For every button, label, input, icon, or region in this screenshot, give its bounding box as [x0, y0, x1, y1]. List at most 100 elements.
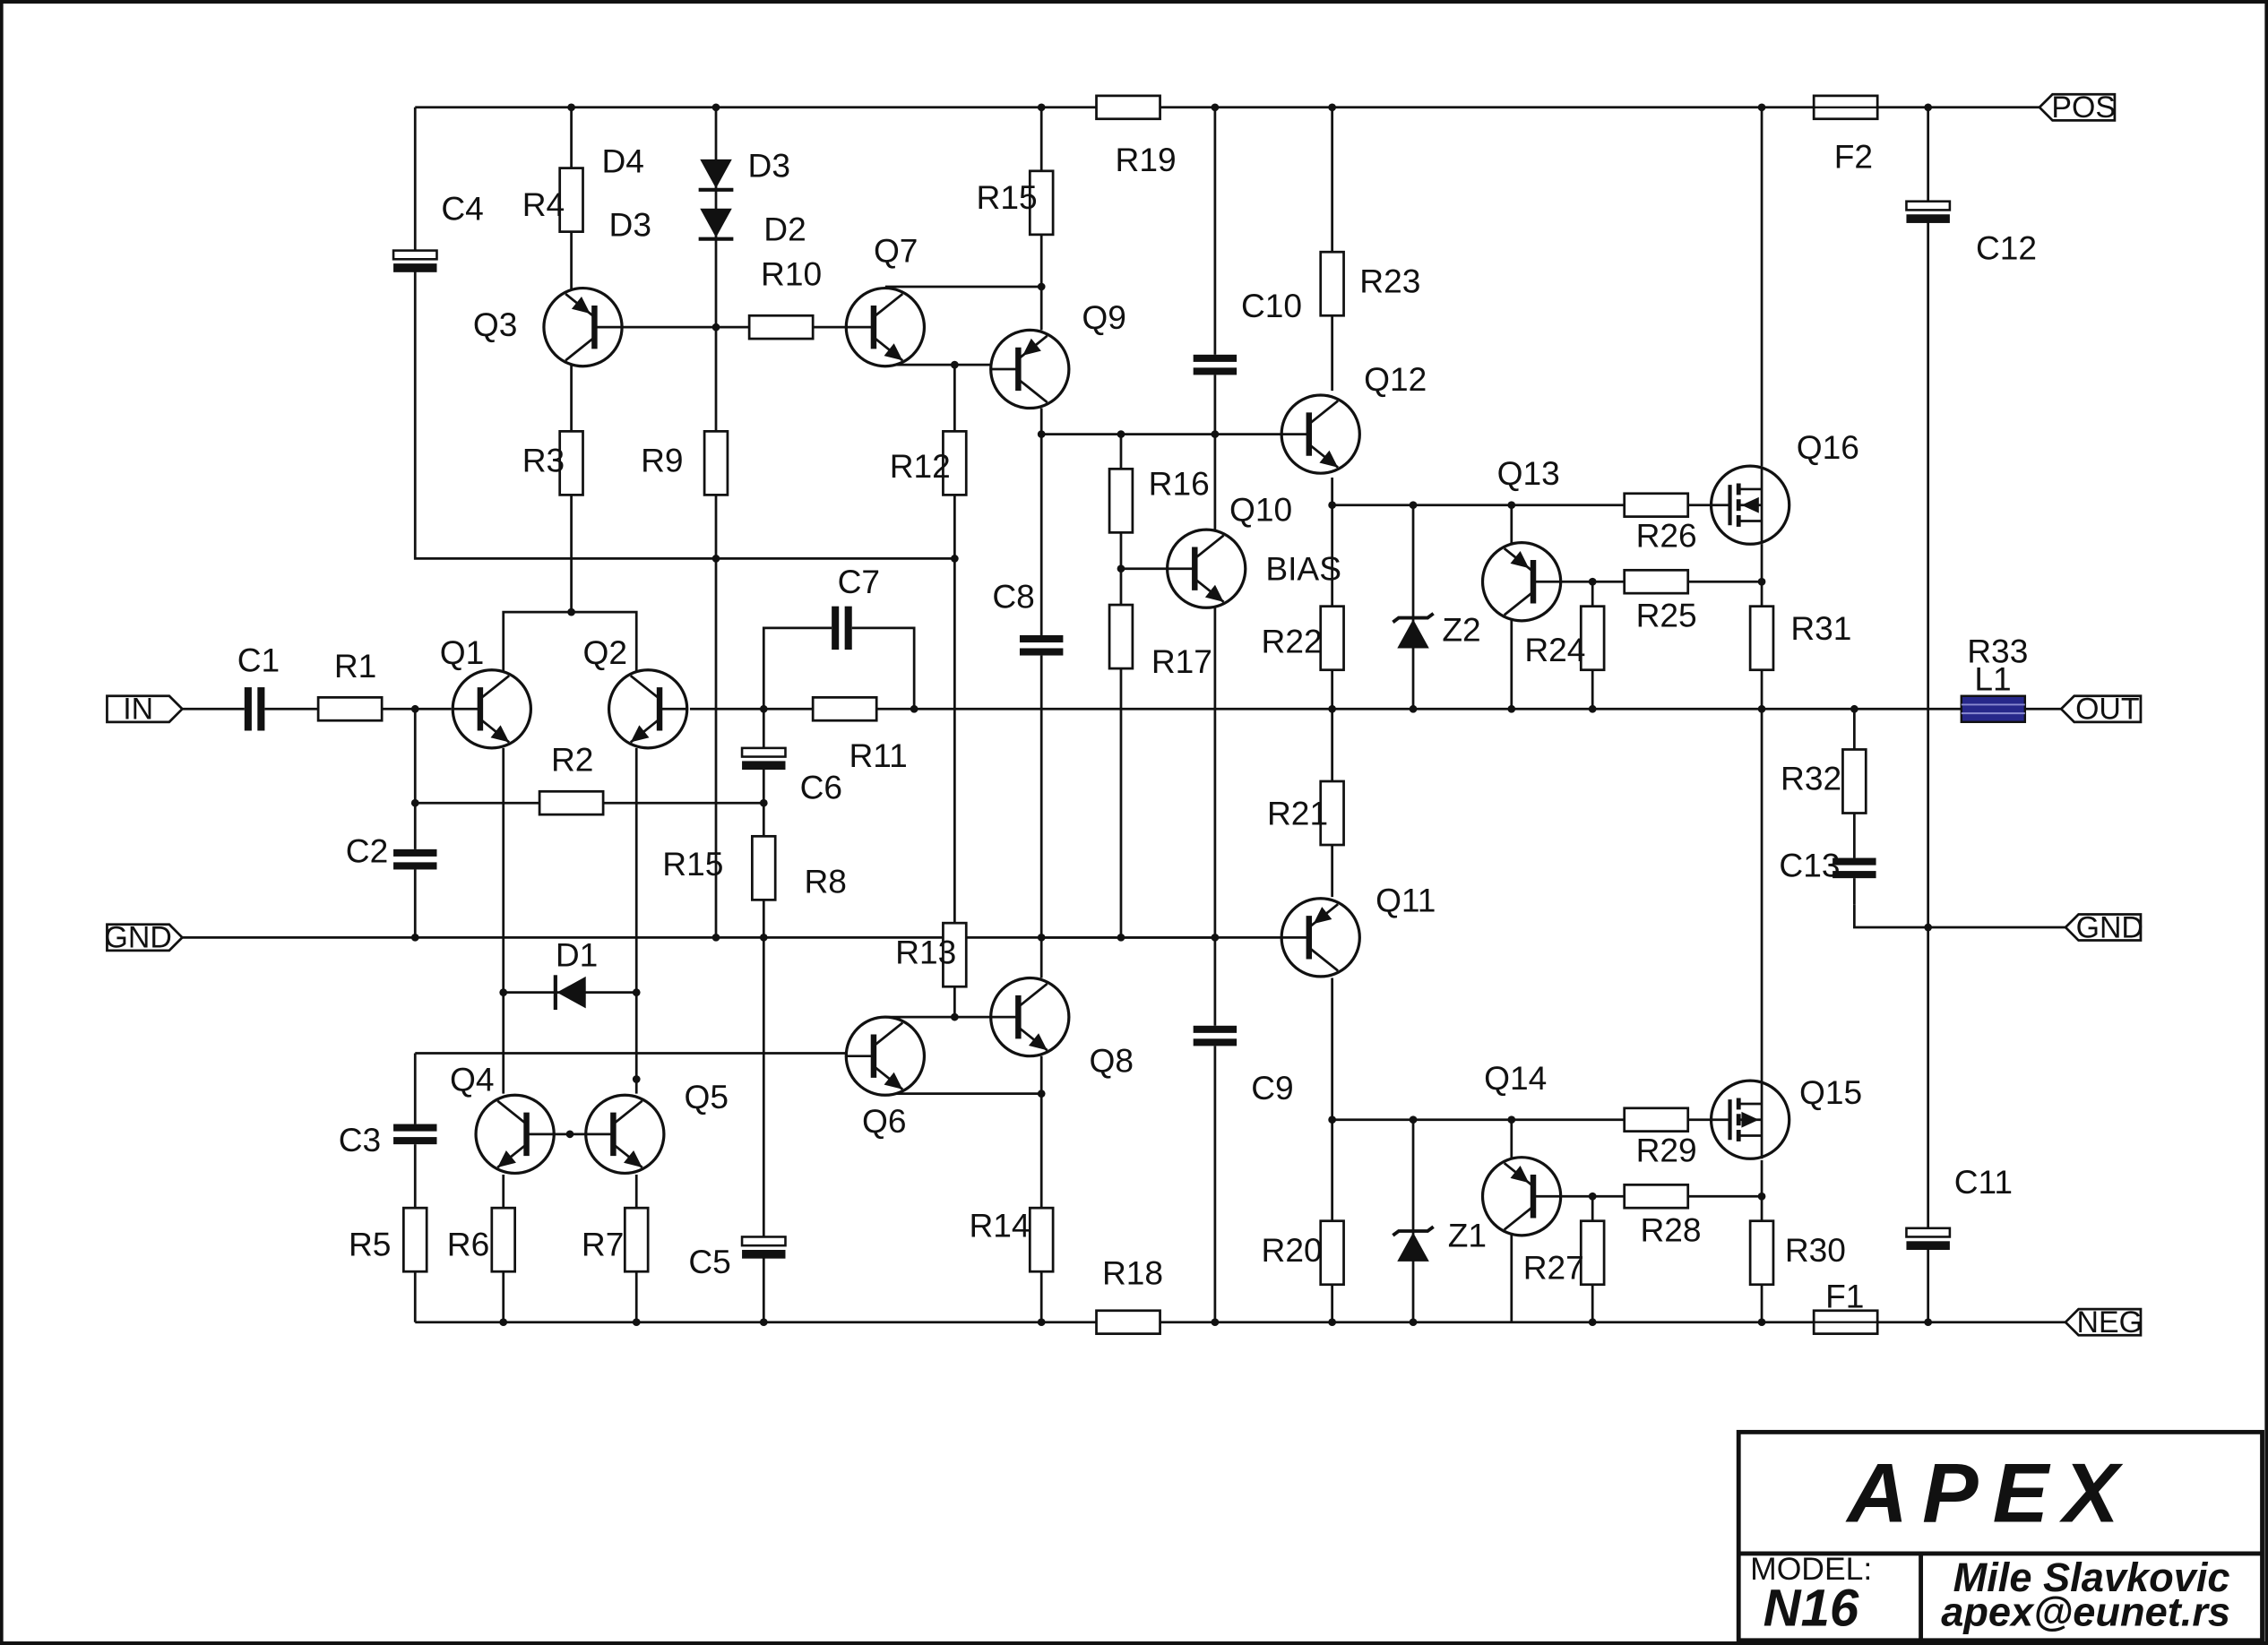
junction-dot-40 [632, 988, 641, 997]
junction-dot-56 [1409, 1318, 1418, 1327]
label-q13: Q13 [1497, 454, 1560, 492]
port-neg: NEG [2064, 1305, 2143, 1339]
label-r19: R19 [1116, 141, 1177, 178]
diode-d1 [553, 975, 586, 1011]
transistor-q10 [1166, 528, 1247, 609]
label-c5: C5 [688, 1243, 730, 1280]
label-q2: Q2 [583, 633, 628, 671]
resistor-r31 [1748, 605, 1775, 672]
junction-dot-13 [410, 704, 419, 713]
junction-dot-11 [950, 555, 959, 563]
junction-dot-30 [1037, 430, 1046, 438]
junction-dot-43 [565, 1130, 574, 1139]
label-r7: R7 [582, 1225, 624, 1262]
label-r20: R20 [1262, 1231, 1323, 1269]
label-z1: Z1 [1448, 1217, 1487, 1254]
junction-dot-6 [1924, 103, 1933, 112]
label-l1: L1 [1974, 659, 2011, 697]
junction-dot-44 [632, 1075, 641, 1083]
label-f1: F1 [1825, 1278, 1864, 1315]
capacitor-c8 [1019, 634, 1064, 656]
label-q9: Q9 [1082, 298, 1126, 336]
junction-dot-29 [1211, 933, 1220, 942]
junction-dot-39 [499, 988, 508, 997]
resistor-r20 [1319, 1219, 1345, 1287]
label-r33: R33 [1967, 633, 2028, 670]
junction-dot-59 [1924, 1318, 1933, 1327]
transistor-q1 [451, 668, 533, 750]
author-email: apex@eunet.rs [1941, 1589, 2230, 1635]
capacitor-c2 [393, 848, 437, 870]
label-r24: R24 [1524, 631, 1585, 668]
junction-dot-5 [1757, 103, 1766, 112]
transistor-q7 [844, 286, 927, 368]
resistor-r29 [1623, 1107, 1690, 1133]
capacitor-c5 [740, 1236, 787, 1259]
transistor-q9 [989, 328, 1071, 410]
junction-dot-15 [910, 704, 918, 713]
junction-dot-9 [950, 360, 959, 369]
junction-dot-17 [1409, 704, 1418, 713]
transistor-q13 [1480, 541, 1563, 623]
junction-dot-33 [1117, 564, 1125, 573]
junction-dot-27 [1117, 933, 1125, 942]
label-r6: R6 [447, 1225, 489, 1262]
junction-dot-46 [1409, 1115, 1418, 1124]
junction-dot-23 [759, 798, 768, 807]
junction-dot-47 [1507, 1115, 1516, 1124]
transistor-q8 [989, 976, 1071, 1058]
inductor-l1 [1960, 694, 2027, 724]
label-r14: R14 [969, 1206, 1030, 1244]
junction-dot-58 [1757, 1318, 1766, 1327]
junction-dot-4 [1328, 103, 1336, 112]
junction-dot-18 [1507, 704, 1516, 713]
resistor-r25 [1623, 568, 1690, 595]
resistor-r15 [1028, 169, 1055, 237]
junction-dot-48 [1588, 1192, 1597, 1201]
label-r29: R29 [1636, 1132, 1697, 1169]
label-r8: R8 [804, 862, 846, 900]
model-number: N16 [1764, 1580, 1859, 1638]
title-block-frame [1736, 1429, 2264, 1643]
junction-dot-10 [711, 555, 720, 563]
zener-z1 [1392, 1225, 1435, 1262]
label-r1: R1 [334, 647, 376, 685]
label-r21: R21 [1267, 794, 1328, 831]
label-c4: C4 [441, 190, 483, 228]
label-q15: Q15 [1799, 1073, 1862, 1111]
label-r23: R23 [1359, 262, 1420, 299]
resistor-r23 [1319, 250, 1345, 317]
port-gnd-left-label: GND [105, 921, 172, 955]
junction-dot-19 [1588, 704, 1597, 713]
label-r2: R2 [551, 741, 593, 779]
junction-dot-2 [1037, 103, 1046, 112]
junction-dot-51 [632, 1318, 641, 1327]
resistor-r6 [490, 1206, 517, 1273]
junction-dot-20 [1757, 704, 1766, 713]
junction-dot-12 [567, 607, 575, 616]
port-pos: POS [2038, 90, 2117, 125]
label-q11: Q11 [1375, 881, 1436, 918]
transistor-q6 [844, 1015, 927, 1097]
junction-dot-8 [1037, 282, 1046, 291]
resistor-r2 [538, 789, 605, 816]
resistor-r22 [1319, 605, 1345, 672]
junction-dot-36 [1507, 501, 1516, 510]
junction-dot-38 [1757, 577, 1766, 586]
label-r5: R5 [349, 1225, 391, 1262]
resistor-r26 [1623, 492, 1690, 518]
capacitor-c9 [1193, 1025, 1237, 1046]
label-bias: BIAS [1265, 550, 1341, 588]
transistor-q12 [1280, 393, 1361, 475]
fuse-f2 [1812, 94, 1879, 121]
label-q5: Q5 [684, 1078, 729, 1115]
resistor-r27 [1579, 1219, 1606, 1287]
junction-dot-7 [711, 323, 720, 332]
label-r12: R12 [890, 447, 951, 485]
transistor-q11 [1280, 897, 1361, 978]
capacitor-c11 [1905, 1227, 1952, 1250]
label-r15b: R15 [662, 845, 723, 883]
port-gnd-right-label: GND [2076, 910, 2143, 944]
